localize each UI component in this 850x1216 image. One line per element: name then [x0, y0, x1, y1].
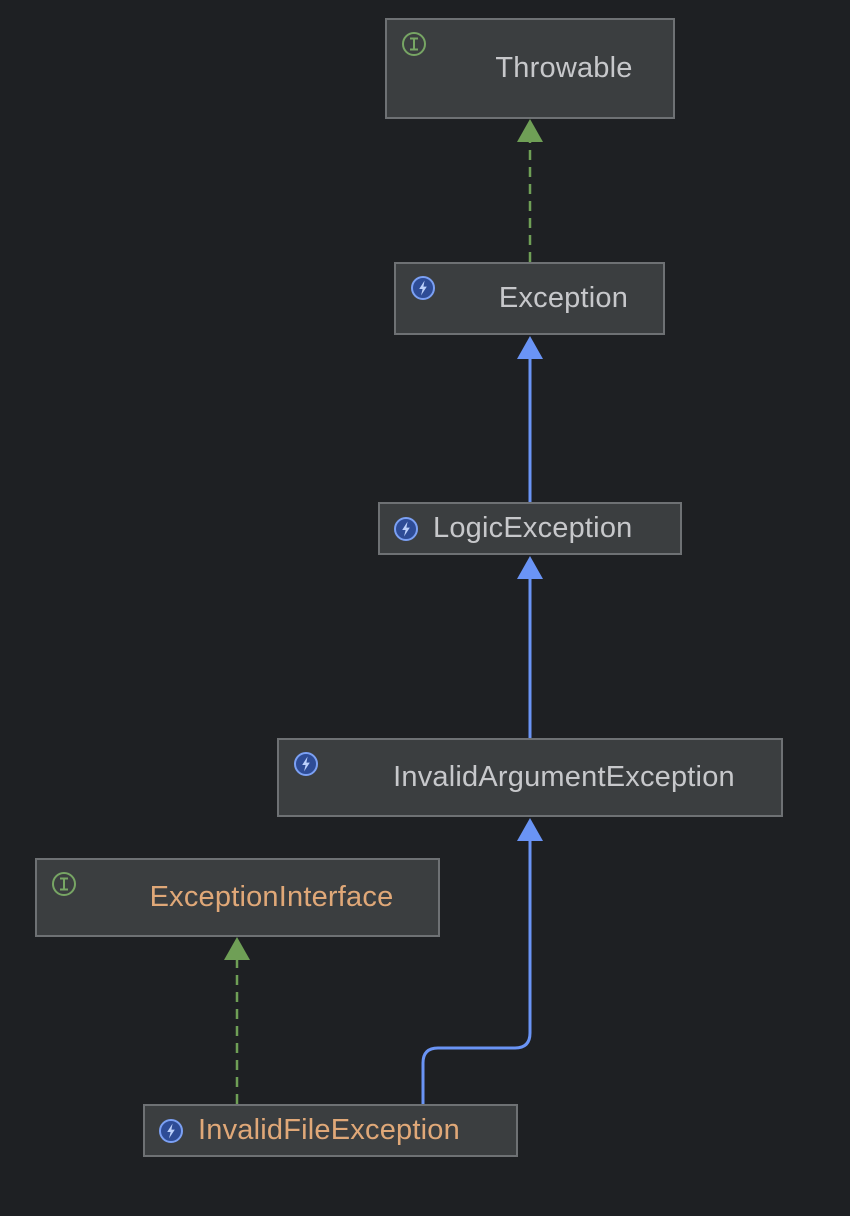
node-exceptioninterface[interactable]: ExceptionInterface: [35, 858, 440, 937]
exception-class-icon: [292, 750, 320, 778]
node-label: InvalidArgumentException: [393, 761, 735, 793]
node-label: Throwable: [495, 52, 633, 84]
edge-invalidfileexception-extends-invalidargumentexception: [421, 818, 543, 1104]
node-label: Exception: [498, 282, 629, 314]
interface-icon: [50, 870, 78, 898]
edge-exception-implements-throwable: [517, 119, 543, 262]
node-invalidfileexception[interactable]: InvalidFileException: [143, 1104, 518, 1157]
node-label: InvalidFileException: [198, 1114, 460, 1146]
exception-class-icon: [409, 274, 437, 302]
node-exception[interactable]: Exception: [394, 262, 665, 335]
interface-icon: [400, 30, 428, 58]
node-label: LogicException: [433, 512, 633, 544]
edge-invalidargumentexception-extends-logicexception: [517, 556, 543, 738]
node-logicexception[interactable]: LogicException: [378, 502, 682, 555]
node-label: ExceptionInterface: [149, 881, 394, 913]
exception-class-icon: [157, 1117, 185, 1145]
exception-class-icon: [392, 515, 420, 543]
edge-invalidfileexception-implements-exceptioninterface: [224, 937, 250, 1104]
node-invalidargumentexception[interactable]: InvalidArgumentException: [277, 738, 783, 817]
node-throwable[interactable]: Throwable: [385, 18, 675, 119]
edge-logicexception-extends-exception: [517, 336, 543, 502]
